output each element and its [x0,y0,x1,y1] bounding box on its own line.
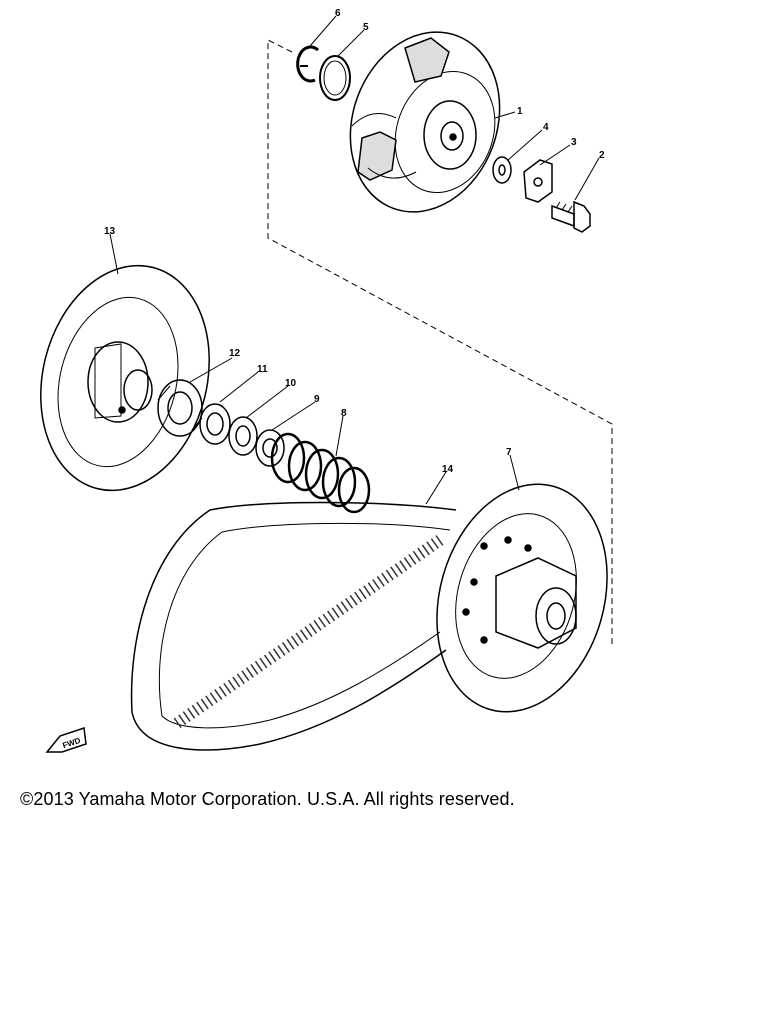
fixed-sheave [40,264,210,492]
forward-arrow-icon [45,726,87,753]
exploded-parts-diagram: 1 2 3 4 5 6 7 8 9 10 11 12 13 14 FWD [40,8,613,753]
circlip [296,45,320,83]
copyright-notice: ©2013 Yamaha Motor Corporation. U.S.A. A… [20,789,515,809]
callout-2: 2 [599,150,605,161]
callout-4: 4 [543,122,549,133]
callout-10: 10 [285,378,297,389]
cam [157,379,203,437]
lock-plate [523,159,553,203]
slider [199,403,231,445]
callout-9: 9 [314,394,320,405]
callout-14: 14 [442,464,454,475]
bolt [551,200,591,233]
leader-lines [109,15,600,505]
callout-6: 6 [335,8,341,19]
callout-13: 13 [104,226,116,237]
spring [270,432,371,514]
washer [492,156,512,184]
ring [319,55,351,101]
callout-3: 3 [571,137,577,148]
assembly-guide-lines [267,39,613,648]
callout-5: 5 [363,22,369,33]
callout-1: 1 [517,106,523,117]
v-belt [130,501,457,751]
callout-11: 11 [257,364,268,375]
movable-sheave [436,483,608,713]
spring-seat [228,416,258,456]
callout-12: 12 [229,348,241,359]
callout-8: 8 [341,408,347,419]
primary-sheave [349,31,501,213]
callout-7: 7 [506,447,512,458]
spacer [255,429,285,467]
